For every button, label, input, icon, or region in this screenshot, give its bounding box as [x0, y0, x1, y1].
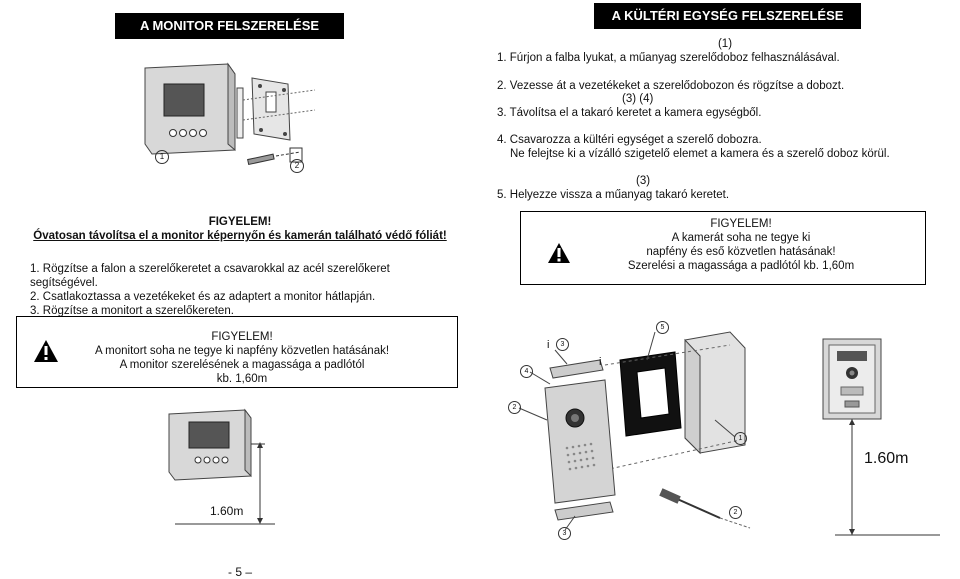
outdoor-section-title: A KÜLTÉRI EGYSÉG FELSZERELÉSE — [594, 3, 861, 29]
warning-triangle-icon — [34, 340, 58, 362]
right-line-8: (3) — [636, 175, 651, 187]
monitor-box-line-1: A monitort soha ne tegye ki napfény közv… — [94, 345, 390, 357]
callout-1: 1 — [155, 150, 169, 164]
right-line-3: 2. Vezesse át a vezetékeket a szerelődob… — [497, 80, 845, 92]
monitor-box-line-2: A monitor szerelésének a magassága a pad… — [119, 359, 365, 371]
outdoor-height-illustration — [822, 338, 940, 536]
monitor-height-illustration — [168, 408, 275, 525]
callout-3-bottom: 3 — [558, 527, 571, 540]
monitor-box-heading: FIGYELEM! — [211, 331, 273, 343]
monitor-height-label: 1.60m — [210, 504, 244, 518]
camera-box-line-3: Szerelési a magassága a padlótól kb. 1,6… — [627, 260, 855, 272]
page-number: - 5 – — [227, 565, 252, 579]
camera-box-heading: FIGYELEM! — [710, 218, 772, 230]
outdoor-height-label: 1.60m — [864, 450, 909, 467]
step-line-1: 1. Rögzítse a falon a szerelőkeretet a c… — [30, 263, 390, 275]
label-i-2: i — [599, 356, 602, 368]
callout-3-top: 3 — [556, 338, 569, 351]
callout-4: 4 — [520, 365, 533, 378]
monitor-mounting-illustration — [144, 62, 316, 166]
step-line-4: 3. Rögzítse a monitort a szerelőkereten. — [30, 305, 234, 317]
right-line-4: (3) (4) — [622, 93, 654, 105]
monitor-section-title: A MONITOR FELSZERELÉSE — [115, 13, 344, 39]
monitor-box-line-3: kb. 1,60m — [216, 373, 268, 385]
label-i-1: i — [547, 339, 550, 351]
callout-5: 5 — [656, 321, 669, 334]
warning-triangle-icon — [548, 243, 570, 263]
right-line-7: Ne felejtse ki a vízálló szigetelő eleme… — [510, 148, 890, 160]
callout-2-screwdriver: 2 — [729, 506, 742, 519]
callout-2-left: 2 — [508, 401, 521, 414]
right-line-9: 5. Helyezze vissza a műanyag takaró kere… — [497, 189, 730, 201]
left-warning-text: Óvatosan távolítsa el a monitor képernyő… — [33, 230, 447, 242]
outdoor-unit-exploded-illustration — [518, 331, 751, 531]
right-line-6: 4. Csavarozza a kültéri egységet a szere… — [497, 134, 762, 146]
callout-1-right: 1 — [734, 432, 747, 445]
right-line-2: 1. Fúrjon a falba lyukat, a műanyag szer… — [497, 52, 840, 64]
callout-2: 2 — [290, 159, 304, 173]
step-line-3: 2. Csatlakoztassa a vezetékeket és az ad… — [30, 291, 376, 303]
camera-warning-box: FIGYELEM! A kamerát soha ne tegye ki nap… — [520, 211, 926, 285]
camera-box-line-1: A kamerát soha ne tegye ki — [671, 232, 811, 244]
monitor-warning-box: FIGYELEM! A monitort soha ne tegye ki na… — [16, 316, 458, 388]
right-line-5: 3. Távolítsa el a takaró keretet a kamer… — [497, 107, 762, 119]
camera-box-line-2: napfény és eső közvetlen hatásának! — [646, 246, 836, 258]
step-line-2: segítségével. — [30, 277, 98, 289]
left-warning-heading: FIGYELEM! — [208, 216, 272, 228]
right-line-1: (1) — [717, 38, 733, 50]
